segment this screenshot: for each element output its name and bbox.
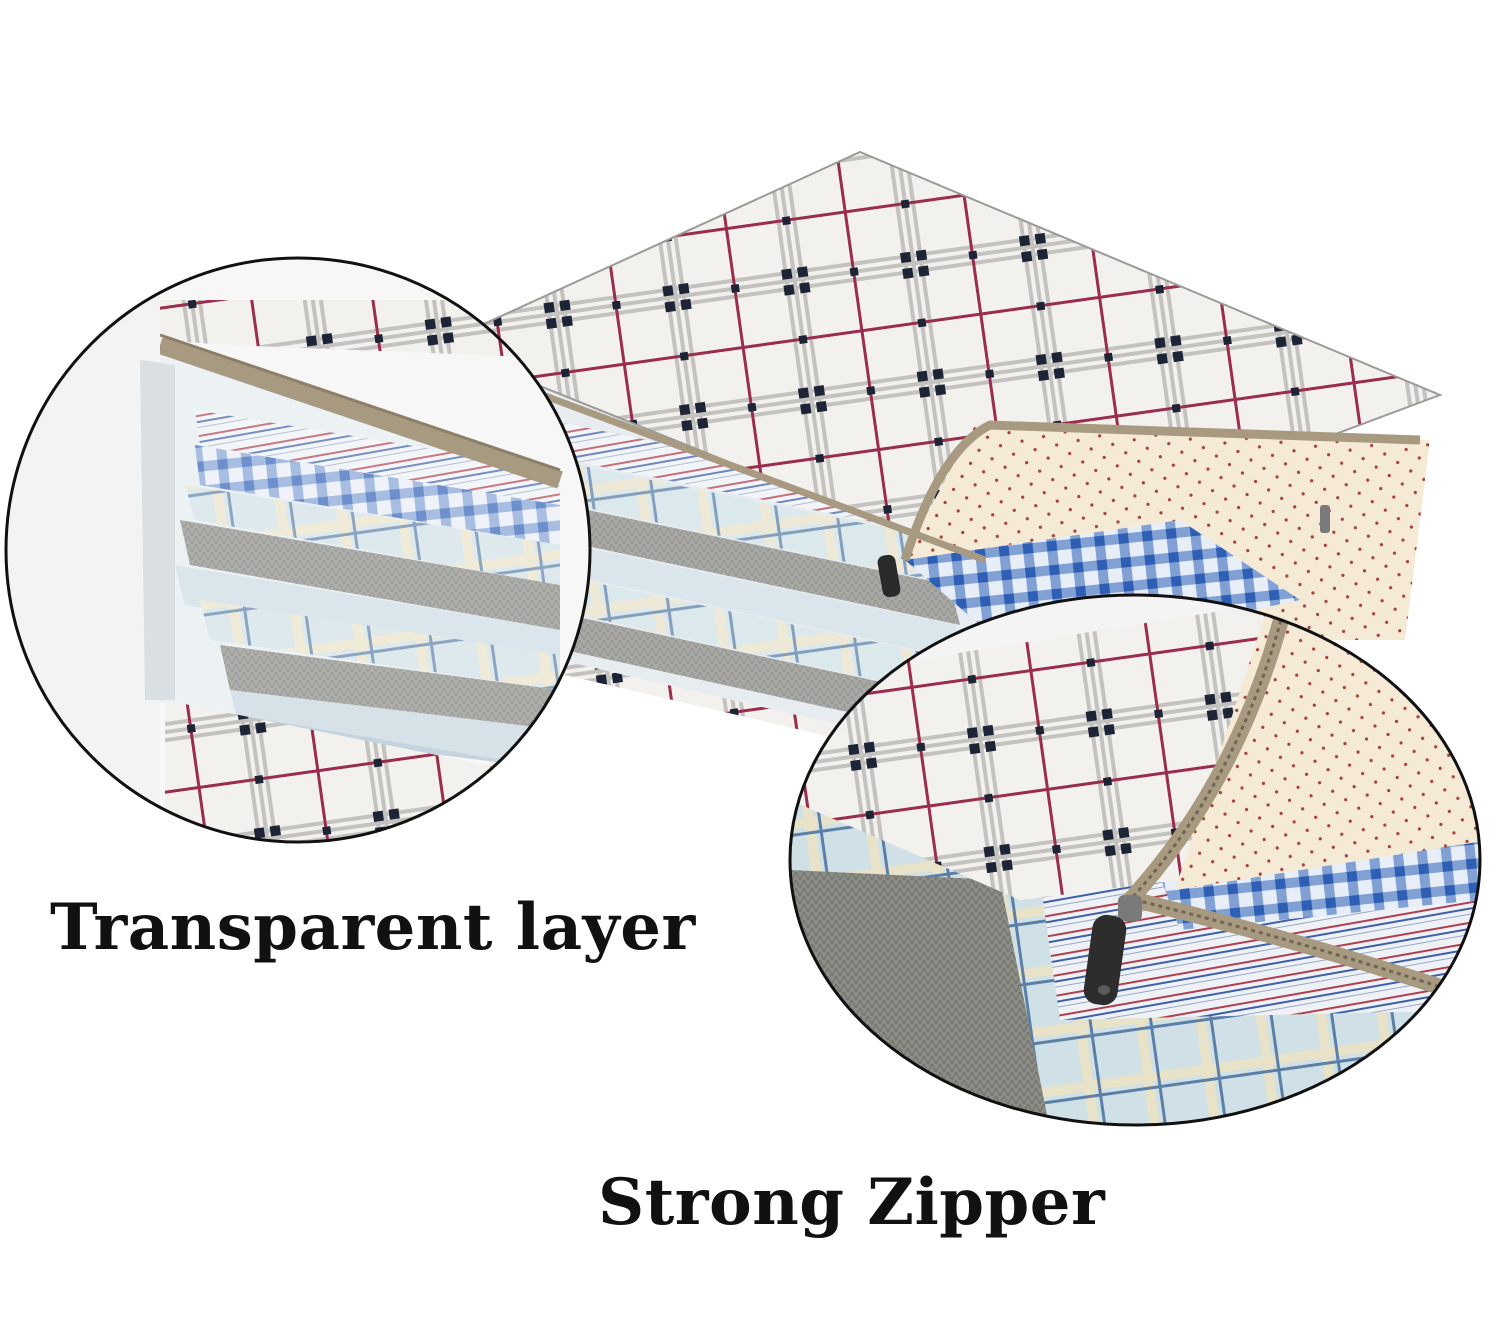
caption-transparent-layer: Transparent layer — [50, 890, 696, 965]
caption-strong-zipper: Strong Zipper — [598, 1165, 1106, 1240]
zoom-strong-zipper — [788, 593, 1482, 1127]
zoom-transparent-layer — [4, 256, 592, 844]
storage-bag — [435, 150, 1443, 775]
zipper-pull-icon — [1083, 895, 1142, 1006]
